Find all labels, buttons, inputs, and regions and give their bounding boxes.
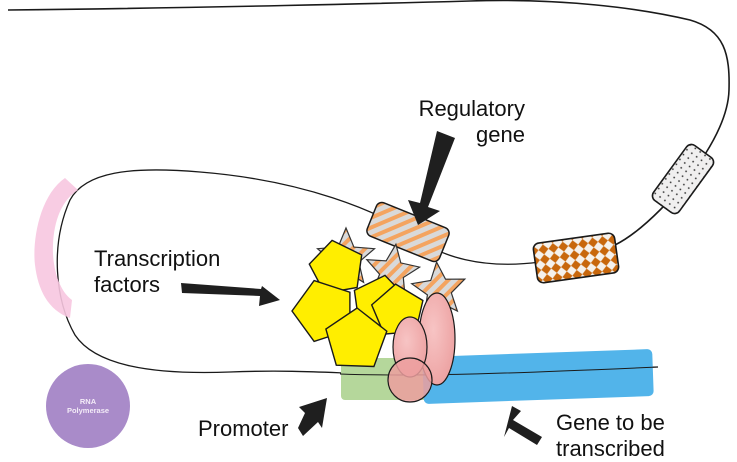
regulatory-gene <box>366 201 450 263</box>
dotted-gene-element <box>651 143 715 215</box>
checkered-gene-element <box>532 232 620 284</box>
arrow-promoter <box>298 398 327 436</box>
rna-polymerase <box>46 364 130 448</box>
gene-to-be-transcribed <box>422 349 654 404</box>
mediator-small <box>387 357 433 403</box>
promoter-label-text: Promoter <box>198 416 289 441</box>
dna-strand-top <box>7 0 730 246</box>
arrow-regulatory-gene <box>408 131 455 225</box>
transcription-factor <box>325 307 388 368</box>
gene-to-be-transcribed-line2: transcribed <box>556 436 665 461</box>
looping-protein <box>34 178 78 318</box>
rna-polymerase-label: RNA Polymerase <box>58 397 118 415</box>
transcription-factors-label: Transcription factors <box>94 246 220 298</box>
rna-polymerase-label-line2: Polymerase <box>66 406 110 415</box>
regulatory-gene-label: Regulatory gene <box>417 96 525 148</box>
rna-polymerase-label-line1: RNA <box>79 397 97 406</box>
promoter-label: Promoter <box>198 416 288 442</box>
regulatory-gene-label-line1: Regulatory <box>418 96 525 121</box>
gene-to-be-transcribed-label: Gene to be transcribed <box>556 410 665 462</box>
arrow-gene <box>504 406 542 445</box>
gene-to-be-transcribed-line1: Gene to be <box>556 410 665 435</box>
transcription-factors-label-line2: factors <box>94 272 161 297</box>
regulatory-gene-label-line2: gene <box>476 122 525 147</box>
arrow-transcription-factors <box>181 283 280 306</box>
dna-strand-over-gene <box>339 366 659 376</box>
transcription-factors-label-line1: Transcription <box>94 246 221 271</box>
transcription-factor-pentagons <box>291 239 424 368</box>
